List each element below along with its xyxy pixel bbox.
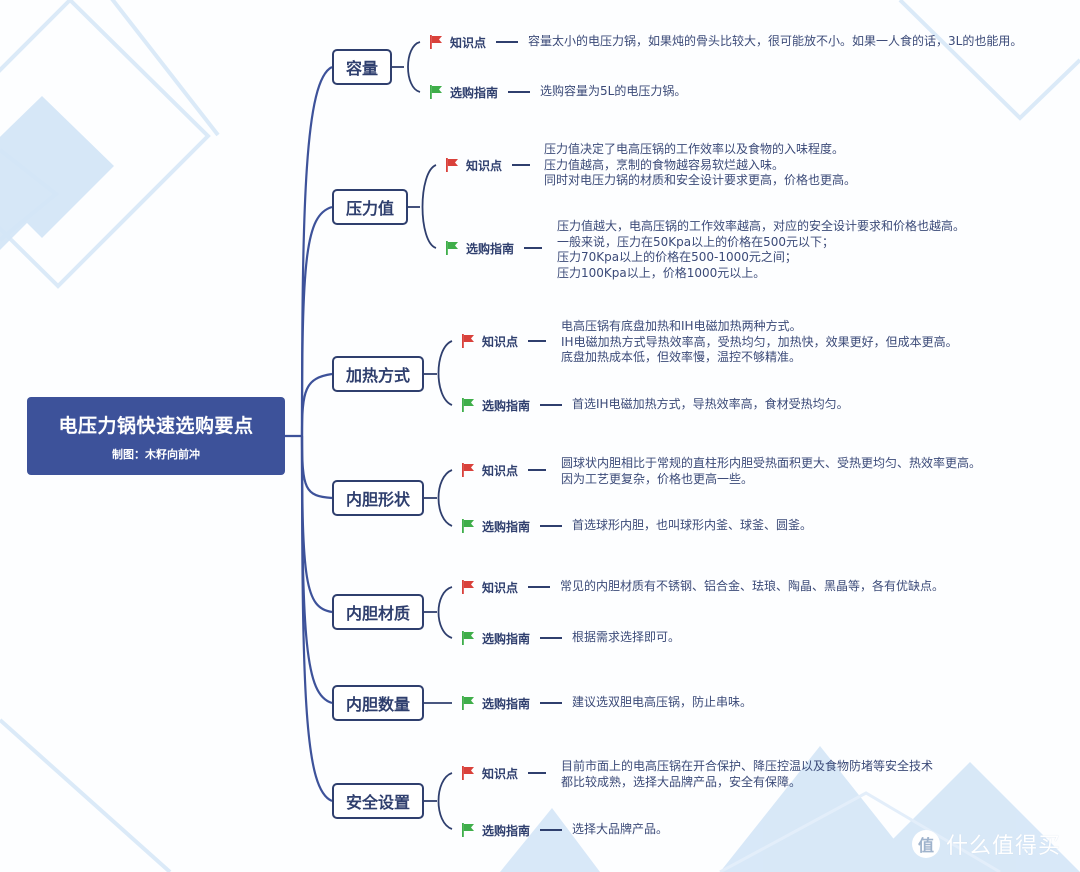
connector-dash (524, 247, 543, 249)
guide-label: 选购指南 (482, 823, 531, 838)
guide-node-liner-shape[interactable]: 选购指南 首选球形内胆，也叫球形内釜、球釜、圆釜。 (462, 516, 812, 536)
topic-label: 加热方式 (345, 366, 410, 385)
guide-text: 建议选双胆电高压锅，防止串味。 (572, 695, 753, 710)
topic-liner-material[interactable]: 内胆材质 (332, 594, 424, 630)
green-flag-icon (446, 241, 458, 255)
green-flag-icon (462, 823, 474, 837)
knowledge-label: 知识点 (450, 35, 487, 50)
red-flag-icon (462, 766, 474, 780)
connector-dash (528, 469, 547, 471)
knowledge-label: 知识点 (482, 580, 519, 595)
root-node[interactable]: 电压力锅快速选购要点 制图：木籽向前冲 (27, 397, 285, 475)
topic-label: 容量 (345, 59, 378, 78)
guide-label: 选购指南 (450, 85, 499, 100)
topic-liner-shape[interactable]: 内胆形状 (332, 480, 424, 516)
knowledge-text: 压力值决定了电高压锅的工作效率以及食物的入味程度。 压力值越高，烹制的食物越容易… (544, 142, 857, 187)
guide-label: 选购指南 (482, 696, 531, 711)
topic-heating-method[interactable]: 加热方式 (332, 356, 424, 392)
connector-dash (528, 586, 551, 588)
guide-label: 选购指南 (466, 241, 515, 256)
green-flag-icon (462, 696, 474, 710)
knowledge-node-safety[interactable]: 知识点 (462, 763, 552, 783)
topic-label: 内胆材质 (345, 604, 410, 623)
connector-dash (528, 772, 547, 774)
knowledge-node-capacity[interactable]: 知识点 容量太小的电压力锅，如果炖的骨头比较大，很可能放不小。如果一人食的话，3… (430, 32, 1022, 52)
knowledge-text: 常见的内胆材质有不锈钢、铝合金、珐琅、陶晶、黑晶等，各有优缺点。 (560, 579, 945, 594)
connector-dash (508, 91, 531, 93)
knowledge-text: 圆球状内胆相比于常规的直柱形内胆受热面积更大、受热更均匀、热效率更高。 因为工艺… (561, 456, 982, 486)
red-flag-icon (446, 158, 458, 172)
topic-label: 安全设置 (345, 793, 410, 812)
guide-node-pressure[interactable]: 选购指南 (446, 238, 548, 258)
connector-dash (540, 702, 563, 704)
guide-text: 首选球形内胆，也叫球形内釜、球釜、圆釜。 (572, 518, 813, 533)
red-flag-icon (462, 334, 474, 348)
root-subtitle: 制图：木籽向前冲 (112, 447, 200, 461)
connector-dash (540, 637, 563, 639)
connector-dash (540, 525, 563, 527)
guide-node-safety[interactable]: 选购指南 选择大品牌产品。 (462, 820, 668, 840)
guide-label: 选购指南 (482, 631, 531, 646)
knowledge-node-liner-material[interactable]: 知识点 常见的内胆材质有不锈钢、铝合金、珐琅、陶晶、黑晶等，各有优缺点。 (462, 577, 944, 597)
green-flag-icon (462, 519, 474, 533)
topic-pressure[interactable]: 压力值 (332, 189, 408, 225)
connector-dash (496, 41, 519, 43)
topic-safety-settings[interactable]: 安全设置 (332, 783, 424, 819)
guide-text: 压力值越大，电高压锅的工作效率越高，对应的安全设计要求和价格也越高。 一般来说，… (557, 219, 966, 280)
connector-dash (528, 340, 547, 342)
guide-label: 选购指南 (482, 398, 531, 413)
connector-dash (512, 164, 531, 166)
guide-text: 选择大品牌产品。 (572, 822, 669, 837)
connector-dash (540, 404, 563, 406)
knowledge-label: 知识点 (482, 463, 519, 478)
red-flag-icon (462, 463, 474, 477)
green-flag-icon (462, 631, 474, 645)
topic-label: 压力值 (345, 199, 394, 218)
guide-label: 选购指南 (482, 519, 531, 534)
guide-text: 根据需求选择即可。 (572, 630, 681, 645)
red-flag-icon (462, 580, 474, 594)
topic-capacity[interactable]: 容量 (332, 49, 392, 85)
knowledge-text: 电高压锅有底盘加热和IH电磁加热两种方式。 IH电磁加热方式导热效率高，受热均匀… (561, 319, 958, 364)
knowledge-node-heating[interactable]: 知识点 (462, 331, 552, 351)
knowledge-label: 知识点 (482, 334, 519, 349)
knowledge-text: 目前市面上的电高压锅在开合保护、降压控温以及食物防堵等安全技术 都比较成熟，选择… (561, 759, 934, 789)
green-flag-icon (462, 398, 474, 412)
watermark: 值 什么值得买 (912, 828, 1061, 860)
knowledge-node-pressure[interactable]: 知识点 (446, 155, 536, 175)
topic-liner-count[interactable]: 内胆数量 (332, 685, 424, 721)
green-flag-icon (430, 85, 442, 99)
guide-node-heating[interactable]: 选购指南 首选IH电磁加热方式，导热效率高，食材受热均匀。 (462, 395, 849, 415)
connector-dash (540, 829, 563, 831)
guide-node-capacity[interactable]: 选购指南 选购容量为5L的电压力锅。 (430, 82, 686, 102)
root-title: 电压力锅快速选购要点 (58, 414, 254, 437)
guide-node-liner-material[interactable]: 选购指南 根据需求选择即可。 (462, 628, 680, 648)
knowledge-text: 容量太小的电压力锅，如果炖的骨头比较大，很可能放不小。如果一人食的话，3L的也能… (528, 34, 1023, 49)
guide-text: 首选IH电磁加热方式，导热效率高，食材受热均匀。 (572, 397, 849, 412)
guide-text: 选购容量为5L的电压力锅。 (540, 84, 687, 99)
topic-label: 内胆数量 (345, 695, 410, 714)
red-flag-icon (430, 35, 442, 49)
knowledge-label: 知识点 (482, 766, 519, 781)
watermark-text: 什么值得买 (946, 834, 1062, 859)
guide-node-liner-count[interactable]: 选购指南 建议选双胆电高压锅，防止串味。 (462, 693, 752, 713)
knowledge-label: 知识点 (466, 158, 503, 173)
watermark-badge-icon: 值 (912, 830, 940, 858)
topic-label: 内胆形状 (345, 490, 410, 509)
knowledge-node-liner-shape[interactable]: 知识点 (462, 460, 552, 480)
